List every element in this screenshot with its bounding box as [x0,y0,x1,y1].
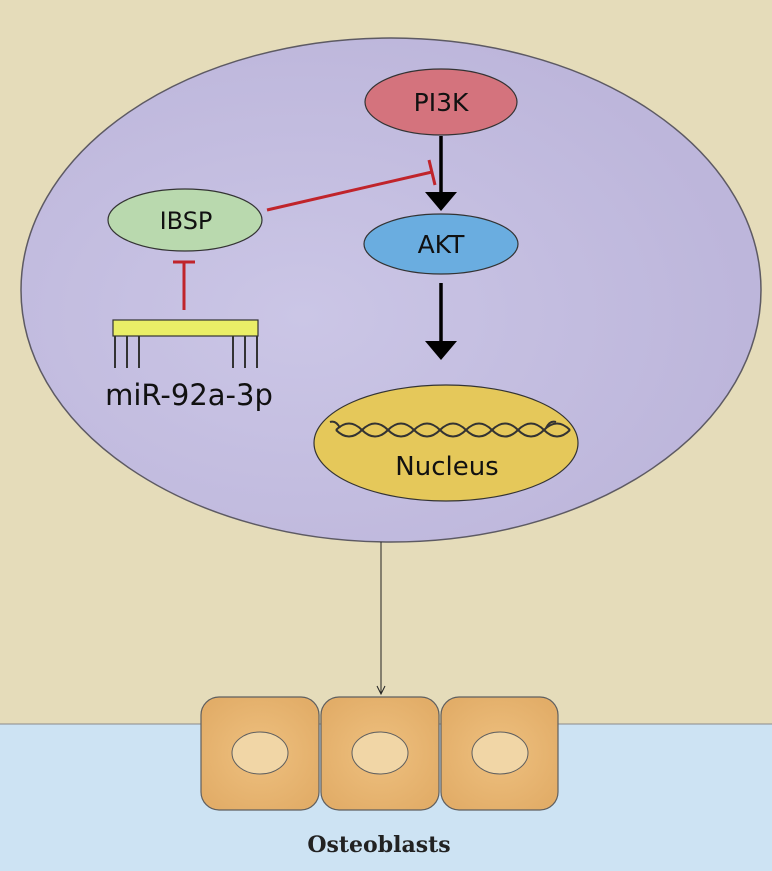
akt-to-nucleus-arrow [425,283,457,360]
osteoblast-cell [320,696,440,811]
pi3k-label: PI3K [414,88,469,117]
mirna-strand: miR-92a-3p [105,319,273,412]
osteoblasts-label: Osteoblasts [307,832,450,858]
akt-node: AKT [363,213,519,275]
pi3k-node: PI3K [364,68,518,136]
osteoblast-cell [440,696,559,811]
nucleus-label: Nucleus [395,452,498,482]
cell-membrane [20,37,762,543]
mirna-label: miR-92a-3p [105,378,273,412]
osteoblast-nucleus [351,731,409,775]
osteoblast-nucleus [471,731,529,775]
mirna-inhibition-line [173,260,195,310]
akt-label: AKT [418,230,466,259]
ibsp-inhibition-line [266,159,437,212]
nucleus-node: Nucleus [313,384,579,502]
osteoblast-nucleus [231,731,289,775]
ibsp-label: IBSP [160,207,213,235]
osteoblast-cell [200,696,320,811]
cell-to-osteoblasts-arrow [376,542,386,696]
pi3k-to-akt-arrow [425,136,457,211]
ibsp-node: IBSP [107,188,263,252]
dna-helix-icon [329,420,571,438]
